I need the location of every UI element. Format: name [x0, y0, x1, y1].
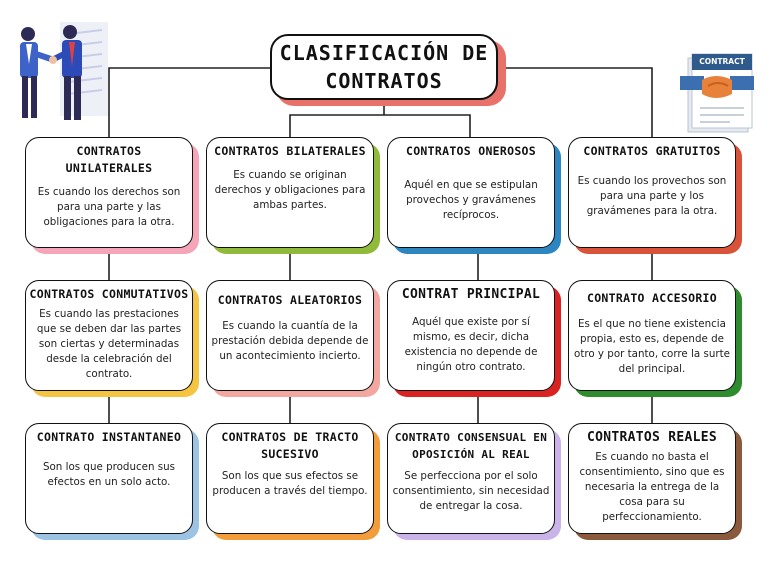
card-tracto-sucesivo: CONTRATOS DE TRACTO SUCESIVO Son los que…: [206, 423, 374, 534]
card-gratuitos: CONTRATOS GRATUITOS Es cuando los provec…: [568, 137, 736, 248]
contract-handshake-icon: CONTRACT: [680, 52, 754, 134]
card-text: Es el que no tiene existencia propia, es…: [574, 318, 730, 375]
card-title: CONTRATOS CONMUTATIVOS: [29, 287, 189, 301]
card-title: CONTRATOS BILATERALES: [214, 144, 366, 158]
card-text: Son los que producen sus efectos en un s…: [42, 461, 176, 488]
card-consensual: CONTRATO CONSENSUAL EN OPOSICIÓN AL REAL…: [387, 423, 555, 534]
card-text: Es cuando los derechos son para una part…: [37, 186, 181, 228]
business-handshake-people-icon: [20, 22, 108, 120]
contract-label: CONTRACT: [699, 57, 745, 66]
diagram-title: CLASIFICACIÓN DE CONTRATOS: [270, 34, 498, 100]
card-accesorio: CONTRATO ACCESORIO Es el que no tiene ex…: [568, 280, 736, 391]
card-title: CONTRATO CONSENSUAL EN OPOSICIÓN AL REAL: [394, 431, 548, 461]
card-title: CONTRATOS GRATUITOS: [583, 144, 721, 158]
card-title: CONTRATOS REALES: [586, 430, 718, 445]
card-unilaterales: CONTRATOS UNILATERALES Es cuando los der…: [25, 137, 193, 248]
card-instantaneo: CONTRATO INSTANTANEO Son los que produce…: [25, 423, 193, 534]
card-title: CONTRAT PRINCIPAL: [401, 287, 541, 302]
card-onerosos: CONTRATOS ONEROSOS Aquél en que se estip…: [387, 137, 555, 248]
card-text: Aquél en que se estipulan provechos y gr…: [404, 179, 538, 221]
card-title: CONTRATO ACCESORIO: [586, 291, 718, 305]
card-title: CONTRATOS ONEROSOS: [405, 144, 537, 158]
card-title: CONTRATOS DE TRACTO SUCESIVO: [221, 430, 359, 461]
card-text: Se perfecciona por el solo consentimient…: [392, 470, 550, 512]
card-text: Es cuando no basta el consentimiento, si…: [579, 451, 725, 523]
card-bilaterales: CONTRATOS BILATERALES Es cuando se origi…: [206, 137, 374, 248]
card-text: Es cuando las prestaciones que se deben …: [36, 308, 182, 380]
card-text: Son los que sus efectos se producen a tr…: [212, 470, 368, 497]
card-text: Aquél que existe por sí mismo, es decir,…: [404, 316, 538, 373]
card-title: CONTRATO INSTANTANEO: [36, 430, 182, 444]
title-line-2: CONTRATOS: [325, 69, 443, 93]
title-line-1: CLASIFICACIÓN DE: [279, 41, 489, 65]
card-text: Es cuando se originan derechos y obligac…: [214, 169, 366, 211]
card-reales: CONTRATOS REALES Es cuando no basta el c…: [568, 423, 736, 534]
card-text: Es cuando los provechos son para una par…: [577, 175, 727, 217]
card-text: Es cuando la cuantía de la prestación de…: [211, 320, 369, 362]
card-aleatorios: CONTRATOS ALEATORIOS Es cuando la cuantí…: [206, 280, 374, 391]
card-title: CONTRATOS ALEATORIOS: [217, 293, 363, 307]
card-title: CONTRATOS UNILATERALES: [65, 144, 153, 175]
card-principal: CONTRAT PRINCIPAL Aquél que existe por s…: [387, 280, 555, 391]
card-conmutativos: CONTRATOS CONMUTATIVOS Es cuando las pre…: [25, 280, 193, 391]
